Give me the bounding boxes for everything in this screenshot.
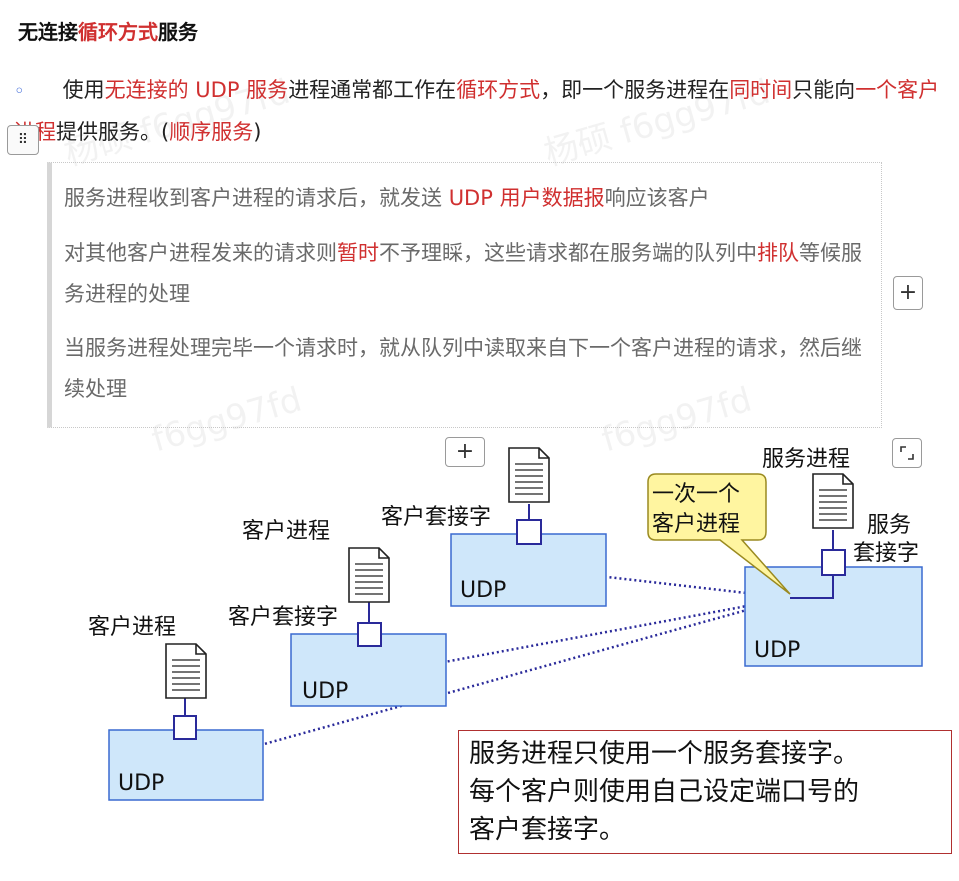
heading-prefix: 无连接 [18, 20, 78, 44]
document-icon [348, 547, 390, 603]
bullet-text-part: 提供服务。( [56, 120, 170, 144]
quote-text: 等候服务进程的处理 [64, 241, 862, 306]
quote-text: 对其他客户进程发来的请求则 [64, 241, 337, 265]
quote-text: 响应该客户 [604, 186, 710, 210]
udp-label: UDP [302, 679, 348, 704]
note-line: 服务进程只使用一个服务套接字。 [469, 739, 860, 769]
client-process-label: 客户进程 [242, 519, 330, 544]
quote-text: 不予理睬，这些请求都在服务端的队列中 [379, 241, 757, 265]
client-process-label: 客户进程 [88, 615, 176, 640]
bullet-highlight: 循环方式 [456, 78, 541, 102]
heading-suffix: 服务 [158, 20, 198, 44]
document-icon [165, 643, 207, 699]
callout-bubble [647, 473, 791, 595]
bullet-text-part: ) [253, 120, 262, 144]
client-socket [357, 622, 382, 647]
bullet-marker-icon: ◦ [14, 81, 25, 102]
bullet-paragraph: ◦使用无连接的 UDP 服务进程通常都工作在循环方式，即一个服务进程在同时间只能… [14, 70, 944, 152]
quote-paragraph-1: 服务进程收到客户进程的请求后，就发送 UDP 用户数据报响应该客户 [64, 178, 874, 219]
quote-paragraph-2: 对其他客户进程发来的请求则暂时不予理睬，这些请求都在服务端的队列中排队等候服务进… [64, 233, 874, 315]
note-box: 服务进程只使用一个服务套接字。 每个客户则使用自己设定端口号的 客户套接字。 [458, 730, 952, 854]
quote-highlight: 排队 [757, 241, 799, 265]
server-socket [821, 549, 846, 576]
server-process-label: 服务进程 [762, 447, 850, 472]
client-socket-label: 客户套接字 [381, 505, 491, 530]
client-udp-box [450, 533, 607, 607]
client-socket [173, 715, 197, 740]
bullet-highlight: 无连接的 UDP 服务 [104, 78, 289, 102]
heading-highlight: 循环方式 [78, 20, 158, 44]
add-block-button[interactable]: + [893, 276, 923, 310]
bullet-text-part: 只能向 [792, 78, 856, 102]
document-icon [812, 473, 854, 529]
document-icon [508, 447, 550, 503]
bullet-text: 使用无连接的 UDP 服务进程通常都工作在循环方式，即一个服务进程在同时间只能向… [14, 78, 939, 144]
note-line: 每个客户则使用自己设定端口号的 [469, 777, 860, 807]
bullet-text-part: 进程通常都工作在 [288, 78, 457, 102]
server-link-line [790, 575, 834, 599]
quote-paragraph-3: 当服务进程处理完毕一个请求时，就从队列中读取来自下一个客户进程的请求，然后继续处… [64, 336, 862, 401]
quote-block: 服务进程收到客户进程的请求后，就发送 UDP 用户数据报响应该客户 对其他客户进… [47, 162, 882, 428]
udp-label: UDP [118, 771, 164, 796]
udp-label: UDP [460, 578, 506, 603]
bullet-highlight: 同时间 [729, 78, 793, 102]
add-block-button[interactable]: + [445, 437, 485, 467]
quote-highlight: 暂时 [337, 241, 379, 265]
bullet-text-part: ，即一个服务进程在 [540, 78, 730, 102]
client-socket-label: 客户套接字 [228, 605, 338, 630]
client-socket [516, 519, 542, 545]
server-socket-label: 服务 [867, 513, 911, 538]
page-heading: 无连接循环方式服务 [18, 16, 198, 45]
udp-label: UDP [754, 638, 800, 663]
note-line: 客户套接字。 [469, 815, 626, 845]
expand-icon[interactable] [892, 438, 922, 468]
client-udp-box [108, 729, 264, 801]
callout-text: 一次一个 [652, 482, 740, 507]
quote-text: 服务进程收到客户进程的请求后，就发送 [64, 186, 449, 210]
callout-text: 客户进程 [652, 512, 740, 537]
socket-connectors [173, 504, 846, 740]
bullet-text-part: 使用 [62, 78, 105, 102]
drag-handle-icon[interactable]: ⠿ [7, 125, 39, 155]
bullet-highlight: 顺序服务 [169, 120, 254, 144]
server-socket-label: 套接字 [853, 541, 919, 566]
quote-highlight: UDP 用户数据报 [448, 186, 605, 210]
